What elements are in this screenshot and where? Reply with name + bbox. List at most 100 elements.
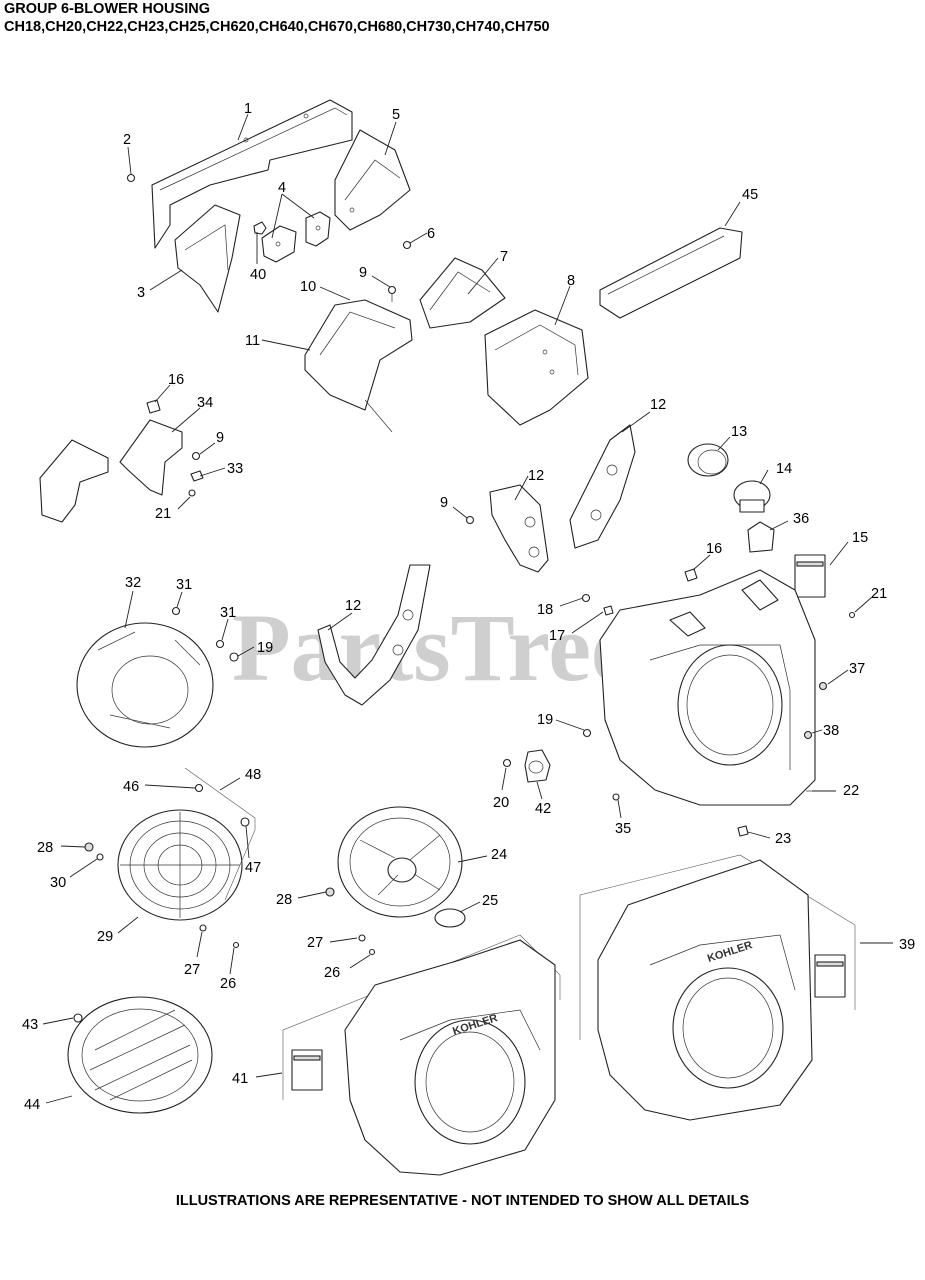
part-14-filler — [733, 480, 771, 513]
callout-4: 4 — [278, 180, 286, 196]
callout-29: 29 — [97, 929, 113, 945]
part-16-clip-right — [684, 568, 698, 582]
callout-13: 13 — [731, 424, 747, 440]
callout-7: 7 — [500, 249, 508, 265]
small-fasteners-31-19 — [171, 606, 239, 662]
callout-3: 3 — [137, 285, 145, 301]
callout-10: 10 — [300, 279, 316, 295]
callout-12-right: 12 — [650, 397, 666, 413]
part-15-decal — [794, 554, 826, 598]
callout-18: 18 — [537, 602, 553, 618]
callout-43: 43 — [22, 1017, 38, 1033]
small-fasteners-left — [188, 451, 475, 525]
part-42-grommet — [524, 749, 551, 783]
callout-31-mid: 31 — [220, 605, 236, 621]
part-25-decal — [434, 908, 466, 928]
part-6-screw — [402, 240, 412, 250]
callout-12-mid: 12 — [528, 468, 544, 484]
part-43-nut — [73, 1013, 83, 1023]
callout-21-right: 21 — [871, 586, 887, 602]
callout-35: 35 — [615, 821, 631, 837]
part-1-baffle — [151, 99, 353, 249]
callout-39: 39 — [899, 937, 915, 953]
callout-36: 36 — [793, 511, 809, 527]
part-36-grommet — [747, 521, 775, 553]
callout-44: 44 — [24, 1097, 40, 1113]
diagram-title: GROUP 6-BLOWER HOUSING — [4, 1, 210, 17]
callout-48: 48 — [245, 767, 261, 783]
part-5-bracket — [334, 129, 411, 231]
small-fasteners-right — [502, 593, 856, 837]
callout-26-mid: 26 — [324, 965, 340, 981]
part-3-baffle — [174, 204, 241, 313]
callout-16-right: 16 — [706, 541, 722, 557]
part-12-bracket-a — [489, 484, 549, 573]
part-12-bracket-c — [317, 564, 431, 706]
callout-47: 47 — [245, 860, 261, 876]
callout-33: 33 — [227, 461, 243, 477]
callout-38: 38 — [823, 723, 839, 739]
watermark-text: PartsTree — [232, 594, 634, 701]
part-48-bracket-line — [184, 767, 256, 901]
callout-6: 6 — [427, 226, 435, 242]
callout-24: 24 — [491, 847, 507, 863]
callout-32: 32 — [125, 575, 141, 591]
callout-11: 11 — [245, 333, 260, 349]
callout-31-top: 31 — [176, 577, 192, 593]
callout-21-left: 21 — [155, 506, 171, 522]
part-41-housing — [282, 934, 561, 1176]
part-7-baffle — [419, 257, 506, 329]
callout-12-lower: 12 — [345, 598, 361, 614]
callout-20: 20 — [493, 795, 509, 811]
part-45-plate — [599, 227, 743, 319]
callout-numbers: 1 2 3 4 5 6 7 8 9 10 11 45 40 16 34 9 33… — [22, 101, 915, 1113]
part-44-grille — [67, 996, 213, 1114]
callout-14: 14 — [776, 461, 792, 477]
model-list: CH18,CH20,CH22,CH23,CH25,CH620,CH640,CH6… — [4, 19, 550, 35]
callout-9-mid: 9 — [216, 430, 224, 446]
callout-34: 34 — [197, 395, 213, 411]
part-40-nut — [253, 221, 267, 235]
callout-8: 8 — [567, 273, 575, 289]
callout-9-low: 9 — [440, 495, 448, 511]
callout-28-mid: 28 — [276, 892, 292, 908]
callout-16-top: 16 — [168, 372, 184, 388]
callout-23: 23 — [775, 831, 791, 847]
callout-26-left: 26 — [220, 976, 236, 992]
callout-17: 17 — [549, 628, 565, 644]
part-12-bracket-b — [569, 424, 636, 549]
part-32-shroud — [76, 622, 214, 748]
callout-22: 22 — [843, 783, 859, 799]
callout-40: 40 — [250, 267, 266, 283]
callout-42: 42 — [535, 801, 551, 817]
small-fasteners-28-27-26 — [325, 887, 376, 956]
callout-9-top: 9 — [359, 265, 367, 281]
part-2-screw — [126, 173, 136, 183]
leader-lines — [42, 113, 893, 1104]
callout-1: 1 — [244, 101, 252, 117]
footer-note: ILLUSTRATIONS ARE REPRESENTATIVE - NOT I… — [175, 1193, 750, 1209]
callout-25: 25 — [482, 893, 498, 909]
callout-2: 2 — [123, 132, 131, 148]
part-13-cap — [687, 443, 729, 477]
callout-5: 5 — [392, 107, 400, 123]
part-8-baffle — [484, 309, 589, 426]
callout-19-right: 19 — [537, 712, 553, 728]
callout-46: 46 — [123, 779, 139, 795]
callout-15: 15 — [852, 530, 868, 546]
part-29-screen — [117, 809, 243, 921]
callout-45: 45 — [742, 187, 758, 203]
part-4-brackets — [261, 211, 331, 263]
callout-37: 37 — [849, 661, 865, 677]
callout-27-mid: 27 — [307, 935, 323, 951]
callout-30: 30 — [50, 875, 66, 891]
part-15-blower-housing — [599, 569, 816, 806]
callout-19-left: 19 — [257, 640, 273, 656]
part-10-11-baffle — [304, 299, 413, 433]
callout-41: 41 — [232, 1071, 248, 1087]
part-34-shield — [39, 419, 183, 523]
callout-28-left: 28 — [37, 840, 53, 856]
part-39-housing — [579, 854, 856, 1121]
callout-27-left: 27 — [184, 962, 200, 978]
